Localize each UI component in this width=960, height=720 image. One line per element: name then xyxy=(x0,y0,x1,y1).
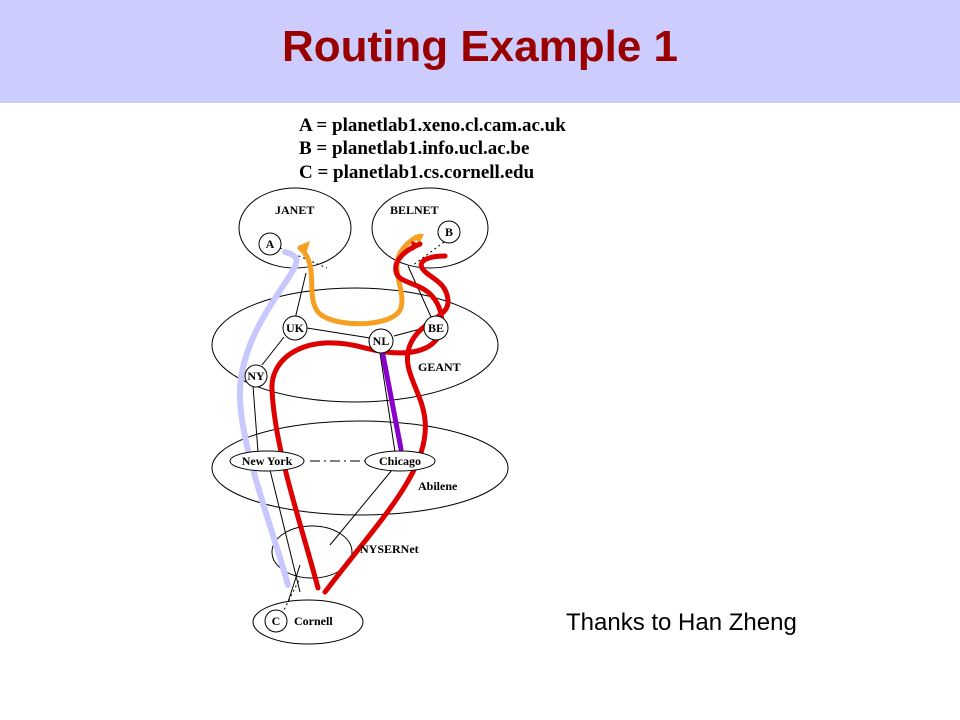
orange-arrowhead-b xyxy=(414,234,424,245)
link-nysernet-cornell xyxy=(287,564,301,603)
label-a: A xyxy=(266,237,275,251)
node-shapes xyxy=(229,220,461,633)
label-new-york: New York xyxy=(242,454,293,468)
geant-cloud xyxy=(211,287,499,403)
path-red-1 xyxy=(269,241,445,591)
link-janet-uk xyxy=(294,272,307,320)
definition-c: C = planetlab1.cs.cornell.edu xyxy=(299,162,535,183)
definition-b: B = planetlab1.info.ucl.ac.be xyxy=(299,138,529,159)
node-b xyxy=(437,220,461,244)
link-chicago-nysernet xyxy=(329,469,393,546)
slide-title: Routing Example 1 xyxy=(281,22,679,71)
cornell-cloud xyxy=(252,599,364,645)
path-purple xyxy=(380,352,404,452)
node-c xyxy=(264,609,288,633)
path-red-2 xyxy=(322,253,451,595)
label-janet: JANET xyxy=(275,203,314,217)
label-nl: NL xyxy=(373,334,390,348)
label-cornell: Cornell xyxy=(294,614,333,628)
path-lavender xyxy=(236,249,300,588)
node-uk xyxy=(282,315,308,341)
nysernet-cloud xyxy=(271,525,353,579)
label-belnet: BELNET xyxy=(390,203,439,217)
link-uk-ny xyxy=(261,336,285,366)
node-ny xyxy=(244,364,268,388)
dotted-link-b xyxy=(411,241,445,267)
label-be: BE xyxy=(428,321,444,335)
dotted-link-a xyxy=(279,247,328,269)
label-abilene: Abilene xyxy=(418,479,458,493)
node-chicago xyxy=(364,450,436,472)
label-ny: NY xyxy=(247,369,265,383)
orange-arrowhead-a xyxy=(298,241,310,254)
dotted-link-c xyxy=(281,577,301,615)
definition-a: A = planetlab1.xeno.cl.cam.ac.uk xyxy=(299,115,566,136)
label-c: C xyxy=(272,614,281,628)
node-a xyxy=(258,232,282,256)
label-b: B xyxy=(445,225,453,239)
label-nysernet: NYSERNet xyxy=(360,542,419,556)
node-nl xyxy=(368,328,394,354)
label-geant: GEANT xyxy=(418,360,461,374)
link-uk-nl xyxy=(306,327,371,339)
node-be xyxy=(423,315,449,341)
red-arrowhead xyxy=(411,241,420,251)
dotted-links xyxy=(279,241,445,615)
node-new-york xyxy=(229,450,305,472)
title-bar xyxy=(0,0,960,103)
abilene-cloud xyxy=(211,420,509,516)
link-newyork-cornell xyxy=(269,469,301,593)
topology-links xyxy=(252,265,433,603)
link-nl-chicago xyxy=(379,352,396,453)
acknowledgement-text: Thanks to Han Zheng xyxy=(566,609,797,636)
belnet-cloud xyxy=(371,187,489,269)
path-orange xyxy=(297,233,423,327)
label-uk: UK xyxy=(286,321,305,335)
label-chicago: Chicago xyxy=(379,454,421,468)
link-belnet-be xyxy=(407,265,433,320)
link-ny-newyork xyxy=(252,385,259,453)
